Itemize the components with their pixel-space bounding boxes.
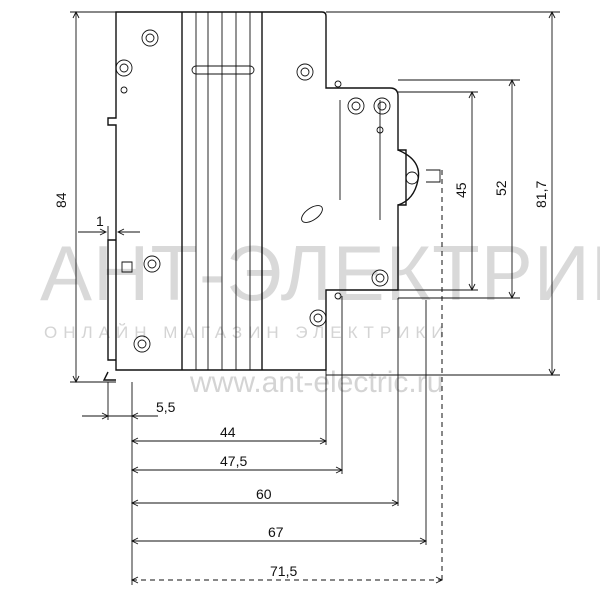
dim-label-44: 44 (220, 424, 236, 440)
screw-upper-left (115, 59, 133, 77)
screw-top-left (141, 29, 159, 47)
watermark: АНТ-ЭЛЕКТРИК ОНЛАЙН МАГАЗИН ЭЛЕКТРИКИ ww… (40, 229, 600, 399)
screw-bottom-right (309, 309, 327, 327)
watermark-url: www.ant-electric.ru (189, 366, 443, 399)
vertical-dimensions (70, 10, 560, 384)
dim-label-47-5: 47,5 (220, 453, 247, 469)
dim-label-1: 1 (96, 213, 104, 229)
dim-label-45: 45 (453, 182, 469, 198)
dim-label-5-5: 5,5 (156, 399, 176, 415)
screw-terminal-2 (373, 97, 391, 115)
dim-label-81-7: 81,7 (533, 181, 549, 208)
dim-label-52: 52 (493, 180, 509, 196)
horizontal-dimensions (82, 170, 444, 585)
dim-label-67: 67 (268, 524, 284, 540)
watermark-brand: АНТ-ЭЛЕКТРИК (40, 229, 600, 317)
screw-bottom-left (133, 335, 151, 353)
rivet-small-2 (376, 126, 384, 134)
rivet-small-3 (334, 80, 342, 88)
screw-top-right (296, 63, 314, 81)
dim-label-71-5: 71,5 (270, 563, 297, 579)
dim-label-60: 60 (256, 486, 272, 502)
rail-gap-dimension (78, 226, 140, 240)
screws (115, 29, 391, 353)
watermark-tagline: ОНЛАЙН МАГАЗИН ЭЛЕКТРИКИ (44, 323, 450, 342)
screw-terminal-1 (347, 97, 365, 115)
dim-label-84: 84 (53, 192, 69, 208)
rivet-small-4 (334, 292, 342, 300)
screw-lower-right (371, 269, 389, 287)
rivet-small-1 (120, 86, 128, 94)
screw-mid-left (143, 255, 161, 273)
